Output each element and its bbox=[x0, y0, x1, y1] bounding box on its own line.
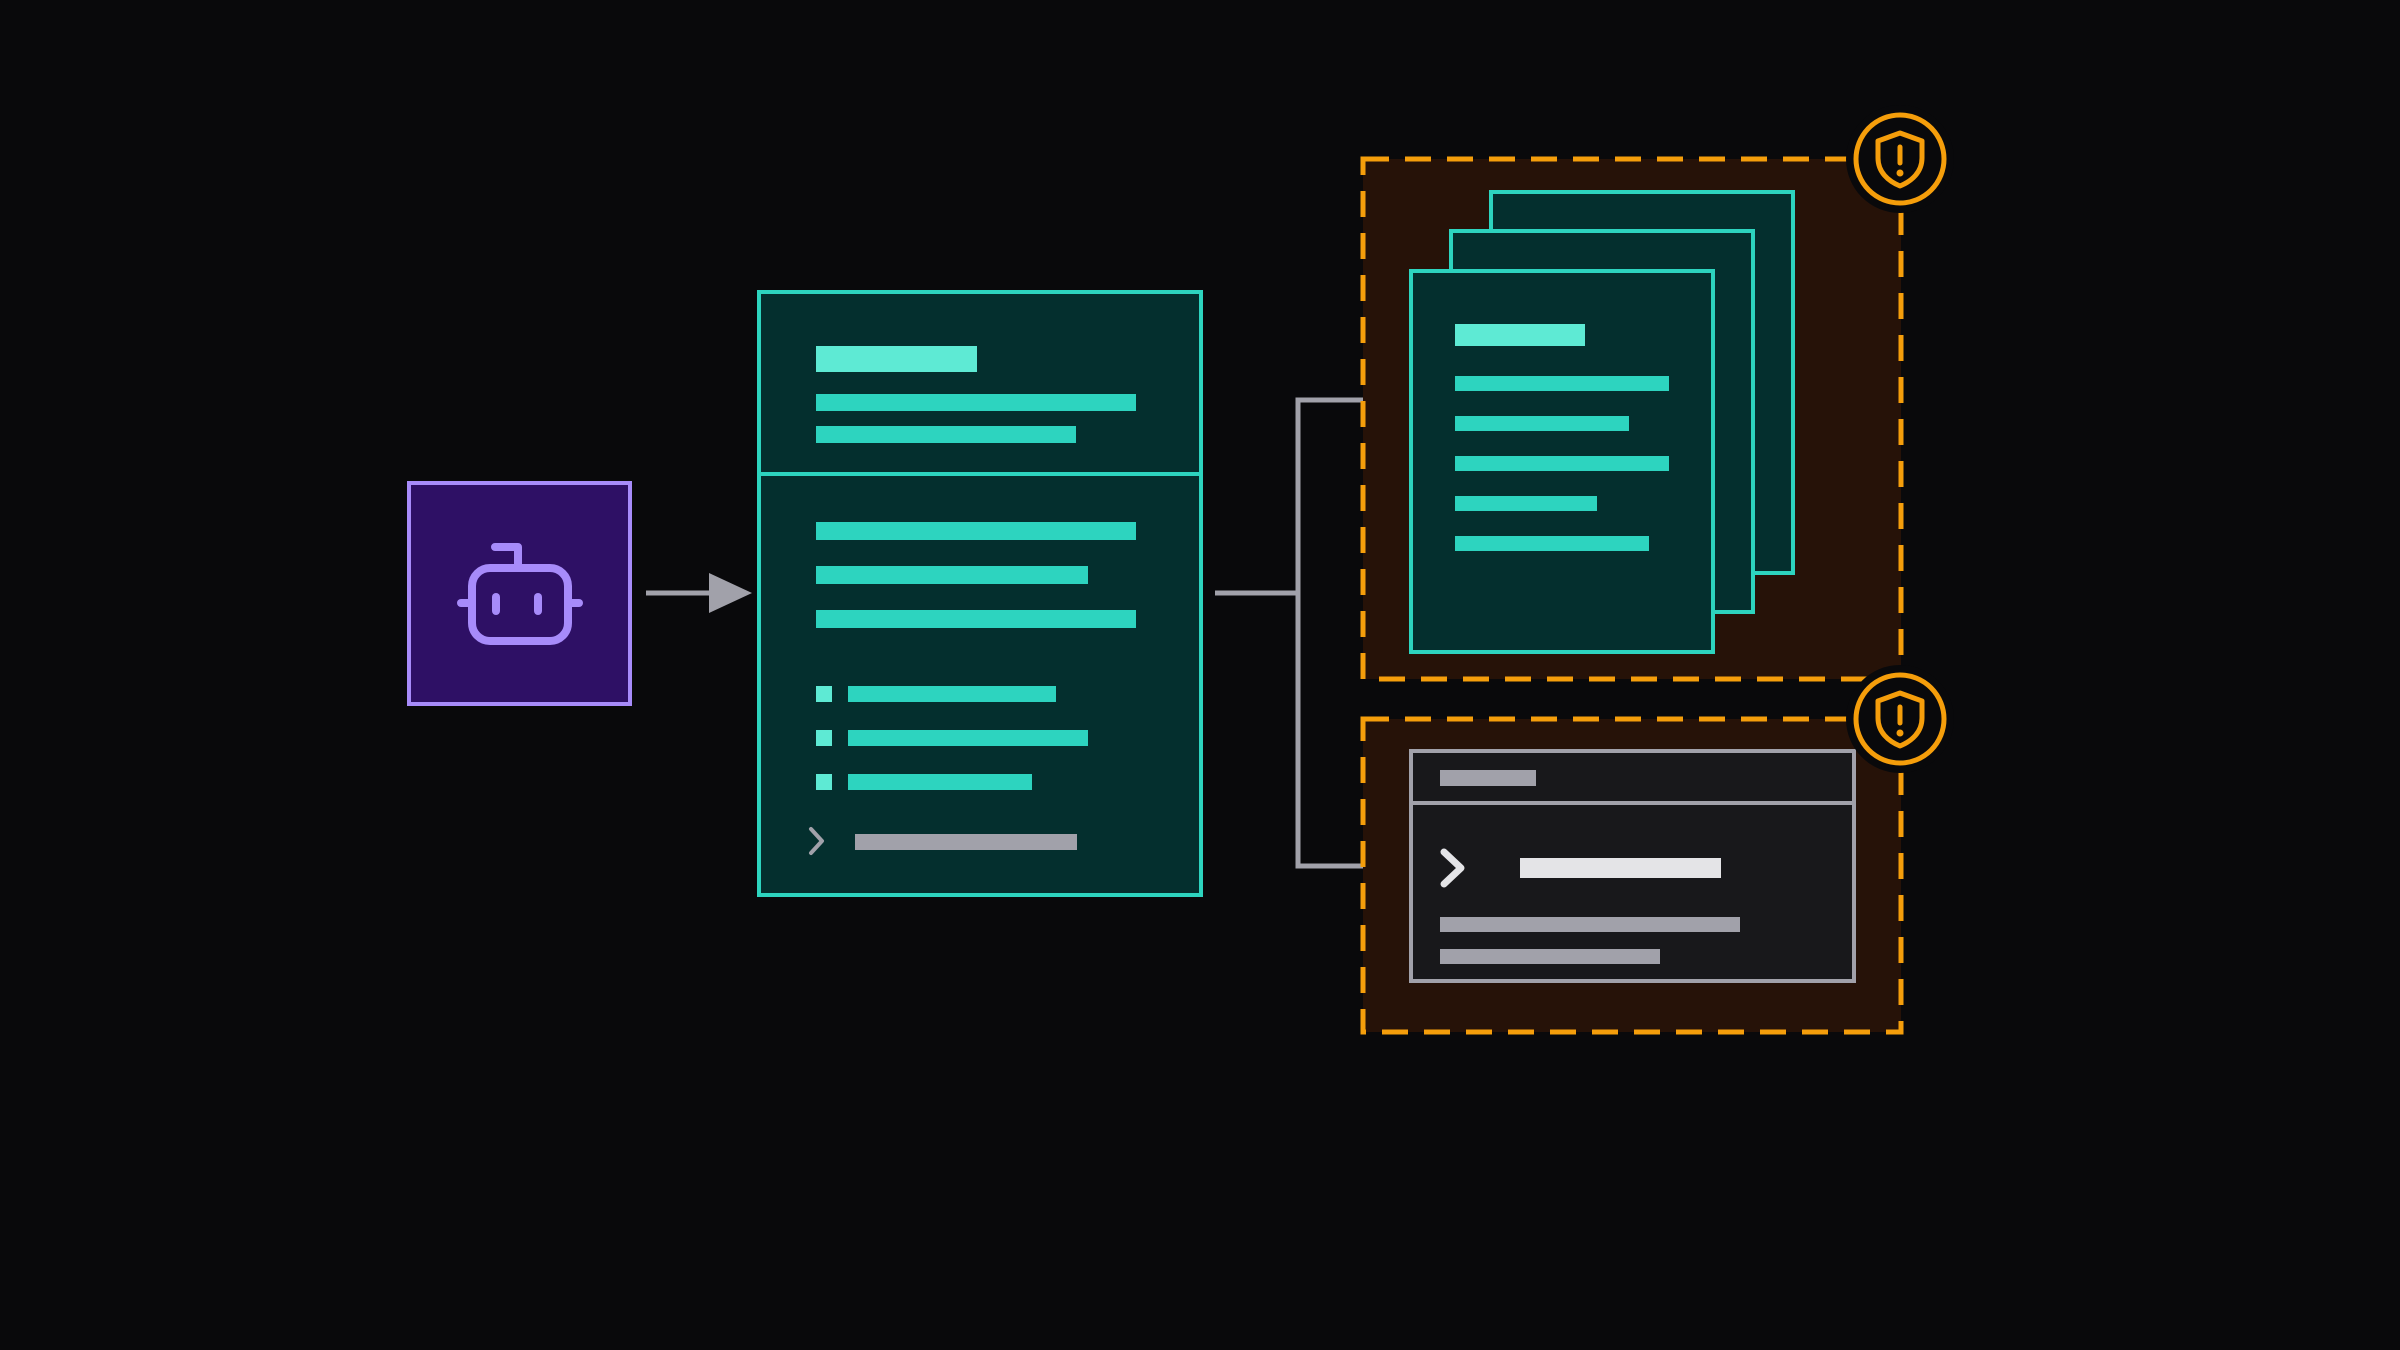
robot-icon bbox=[457, 543, 583, 645]
guarded-document-stack bbox=[1360, 105, 1954, 682]
page-line bbox=[1455, 456, 1669, 471]
terminal-output-line bbox=[1440, 917, 1740, 932]
instruction-doc bbox=[757, 290, 1203, 897]
terminal-output-line bbox=[1440, 949, 1660, 964]
terminal-command-line bbox=[1520, 858, 1721, 878]
checklist-line bbox=[848, 730, 1088, 746]
arrow-agent-to-doc bbox=[646, 573, 752, 613]
agent-box bbox=[407, 481, 632, 706]
checklist-line bbox=[848, 686, 1056, 702]
page-line bbox=[1455, 496, 1597, 511]
page-line bbox=[1455, 376, 1669, 391]
doc-body-line bbox=[816, 522, 1136, 540]
doc-body-line bbox=[816, 610, 1136, 628]
instruction-doc-frame bbox=[757, 290, 1203, 897]
branch-connector bbox=[1215, 397, 1363, 869]
agent-node bbox=[407, 481, 632, 706]
doc-body-line bbox=[816, 566, 1088, 584]
checklist-bullet bbox=[816, 774, 832, 790]
doc-header-title-bar bbox=[816, 346, 977, 372]
shield-alert-icon bbox=[1846, 665, 1954, 773]
terminal-window bbox=[1409, 749, 1856, 983]
terminal-title-bar bbox=[1440, 770, 1536, 786]
checklist-bullet bbox=[816, 730, 832, 746]
doc-header-line bbox=[816, 394, 1136, 411]
checklist-bullet bbox=[816, 686, 832, 702]
page-line bbox=[1455, 536, 1649, 551]
prompt-line bbox=[855, 834, 1077, 850]
checklist-line bbox=[848, 774, 1032, 790]
guarded-terminal bbox=[1360, 665, 1954, 1035]
page-title-bar bbox=[1455, 324, 1585, 346]
shield-alert-icon bbox=[1846, 105, 1954, 213]
chevron-right-icon bbox=[1440, 848, 1465, 888]
page-line bbox=[1455, 416, 1629, 431]
doc-header-line bbox=[816, 426, 1076, 443]
chevron-right-icon bbox=[809, 827, 824, 855]
